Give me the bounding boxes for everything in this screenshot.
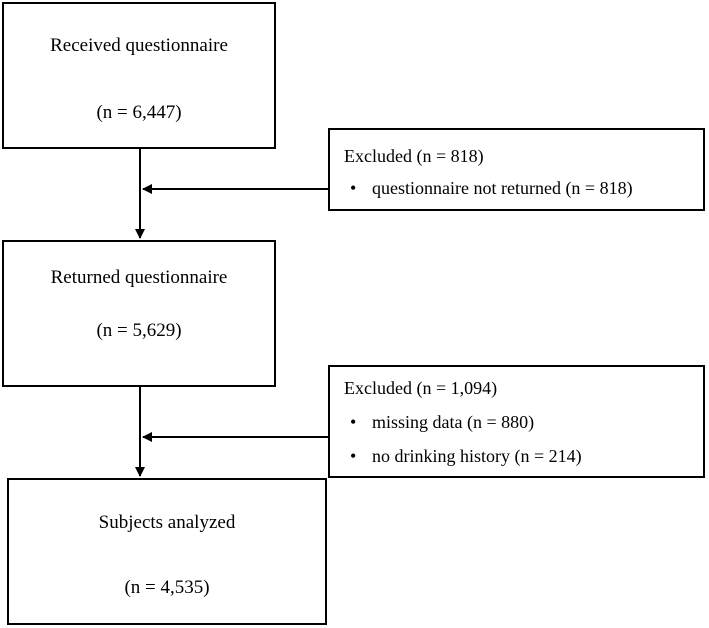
exclusion-2-heading: Excluded (n = 1,094) — [344, 378, 498, 398]
exclusion-1-heading: Excluded (n = 818) — [344, 146, 484, 166]
exclusion-box-1: Excluded (n = 818) • questionnaire not re… — [328, 128, 705, 211]
received-questionnaire-title: Received questionnaire — [50, 35, 228, 56]
exclusion-2-reason-1: • missing data (n = 880) — [350, 411, 534, 433]
received-questionnaire-count: (n = 6,447) — [96, 102, 182, 123]
subjects-analyzed-box: Subjects analyzed (n = 4,535) — [7, 478, 327, 625]
exclusion-2-reason-2: • no drinking history (n = 214) — [350, 445, 582, 467]
exclusion-box-2: Excluded (n = 1,094) • missing data (n = … — [328, 365, 705, 478]
exclusion-2-reason-2-text: no drinking history (n = 214) — [372, 446, 582, 466]
subjects-analyzed-title: Subjects analyzed — [98, 512, 236, 533]
received-questionnaire-box: Received questionnaire (n = 6,447) — [2, 2, 276, 149]
exclusion-2-reason-1-text: missing data (n = 880) — [372, 412, 535, 432]
returned-questionnaire-box: Returned questionnaire (n = 5,629) — [2, 240, 276, 387]
returned-questionnaire-title: Returned questionnaire — [50, 267, 228, 288]
bullet-icon: • — [350, 412, 357, 432]
subjects-analyzed-count: (n = 4,535) — [124, 577, 210, 598]
exclusion-1-reason-text: questionnaire not returned (n = 818) — [372, 178, 633, 198]
bullet-icon: • — [350, 178, 357, 198]
exclusion-1-reason: • questionnaire not returned (n = 818) — [350, 177, 633, 199]
bullet-icon: • — [350, 446, 357, 466]
returned-questionnaire-count: (n = 5,629) — [96, 320, 182, 341]
